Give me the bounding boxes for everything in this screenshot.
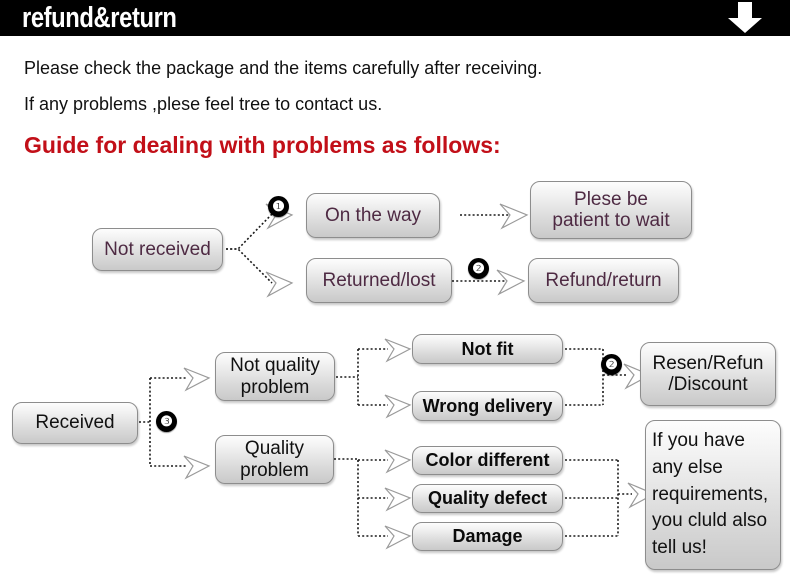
node-issue-damage[interactable]: Damage [412, 522, 563, 551]
node-issue-color-different-label: Color different [425, 450, 550, 471]
not-quality-line-1: Not quality [230, 355, 320, 377]
node-quality-problem[interactable]: Quality problem [215, 435, 334, 484]
node-on-the-way[interactable]: On the way [306, 193, 440, 238]
not-quality-line-2: problem [240, 376, 310, 398]
patient-line-1: Plese be [574, 188, 648, 210]
node-issue-not-fit[interactable]: Not fit [412, 334, 563, 364]
node-plese-be-patient[interactable]: Plese be patient to wait [530, 181, 692, 239]
badge-3: ❸ [156, 411, 177, 432]
node-issue-damage-label: Damage [452, 526, 523, 547]
note-text: If you have any else requirements, you c… [646, 428, 768, 563]
node-returned-lost[interactable]: Returned/lost [306, 258, 452, 303]
node-not-received-label: Not received [104, 238, 211, 260]
node-plese-be-patient-label: Plese be patient to wait [552, 189, 669, 232]
node-on-the-way-label: On the way [324, 204, 422, 226]
node-issue-not-fit-label: Not fit [461, 338, 514, 359]
header-bar: refund&return [0, 0, 790, 36]
node-refund-return[interactable]: Refund/return [528, 258, 679, 303]
node-issue-quality-defect-label: Quality defect [427, 488, 548, 509]
badge-2-bottom: ❷ [601, 354, 622, 375]
page-title: refund&return [22, 2, 177, 34]
node-quality-problem-label: Quality problem [240, 438, 309, 481]
node-not-quality-problem-label: Not quality problem [230, 355, 320, 398]
node-received-label: Received [35, 412, 115, 434]
node-received[interactable]: Received [12, 402, 138, 444]
node-returned-lost-label: Returned/lost [322, 269, 436, 291]
badge-2-top: ❷ [468, 258, 489, 279]
node-issue-quality-defect[interactable]: Quality defect [412, 484, 563, 513]
note-line-1: If you have [652, 429, 745, 451]
note-line-2: any else [652, 456, 723, 478]
quality-line-1: Quality [244, 438, 305, 460]
badge-1: ❶ [268, 196, 289, 217]
node-not-received[interactable]: Not received [92, 228, 223, 271]
node-not-quality-problem[interactable]: Not quality problem [215, 352, 335, 401]
node-resend-refund-discount[interactable]: Resen/Refun /Discount [640, 342, 776, 406]
node-issue-wrong-delivery-label: Wrong delivery [422, 395, 553, 416]
quality-line-2: problem [240, 459, 309, 481]
node-issue-color-different[interactable]: Color different [412, 446, 563, 475]
node-resend-refund-discount-label: Resen/Refun /Discount [653, 353, 764, 396]
result-line-2: /Discount [668, 374, 748, 395]
note-line-5: tell us! [652, 537, 707, 559]
result-line-1: Resen/Refun [652, 352, 764, 374]
node-extra-requirements-note[interactable]: If you have any else requirements, you c… [645, 420, 781, 570]
note-line-3: requirements, [652, 483, 769, 505]
node-issue-wrong-delivery[interactable]: Wrong delivery [412, 391, 563, 421]
guide-heading: Guide for dealing with problems as follo… [24, 132, 501, 158]
patient-line-2: patient to wait [552, 210, 670, 231]
intro-line-2: If any problems ,plese feel tree to cont… [24, 94, 383, 114]
intro-line-1: Please check the package and the items c… [24, 58, 543, 78]
arrow-down-icon [728, 2, 762, 33]
note-line-4: you cluld also [652, 510, 768, 532]
node-refund-return-label: Refund/return [545, 269, 662, 291]
